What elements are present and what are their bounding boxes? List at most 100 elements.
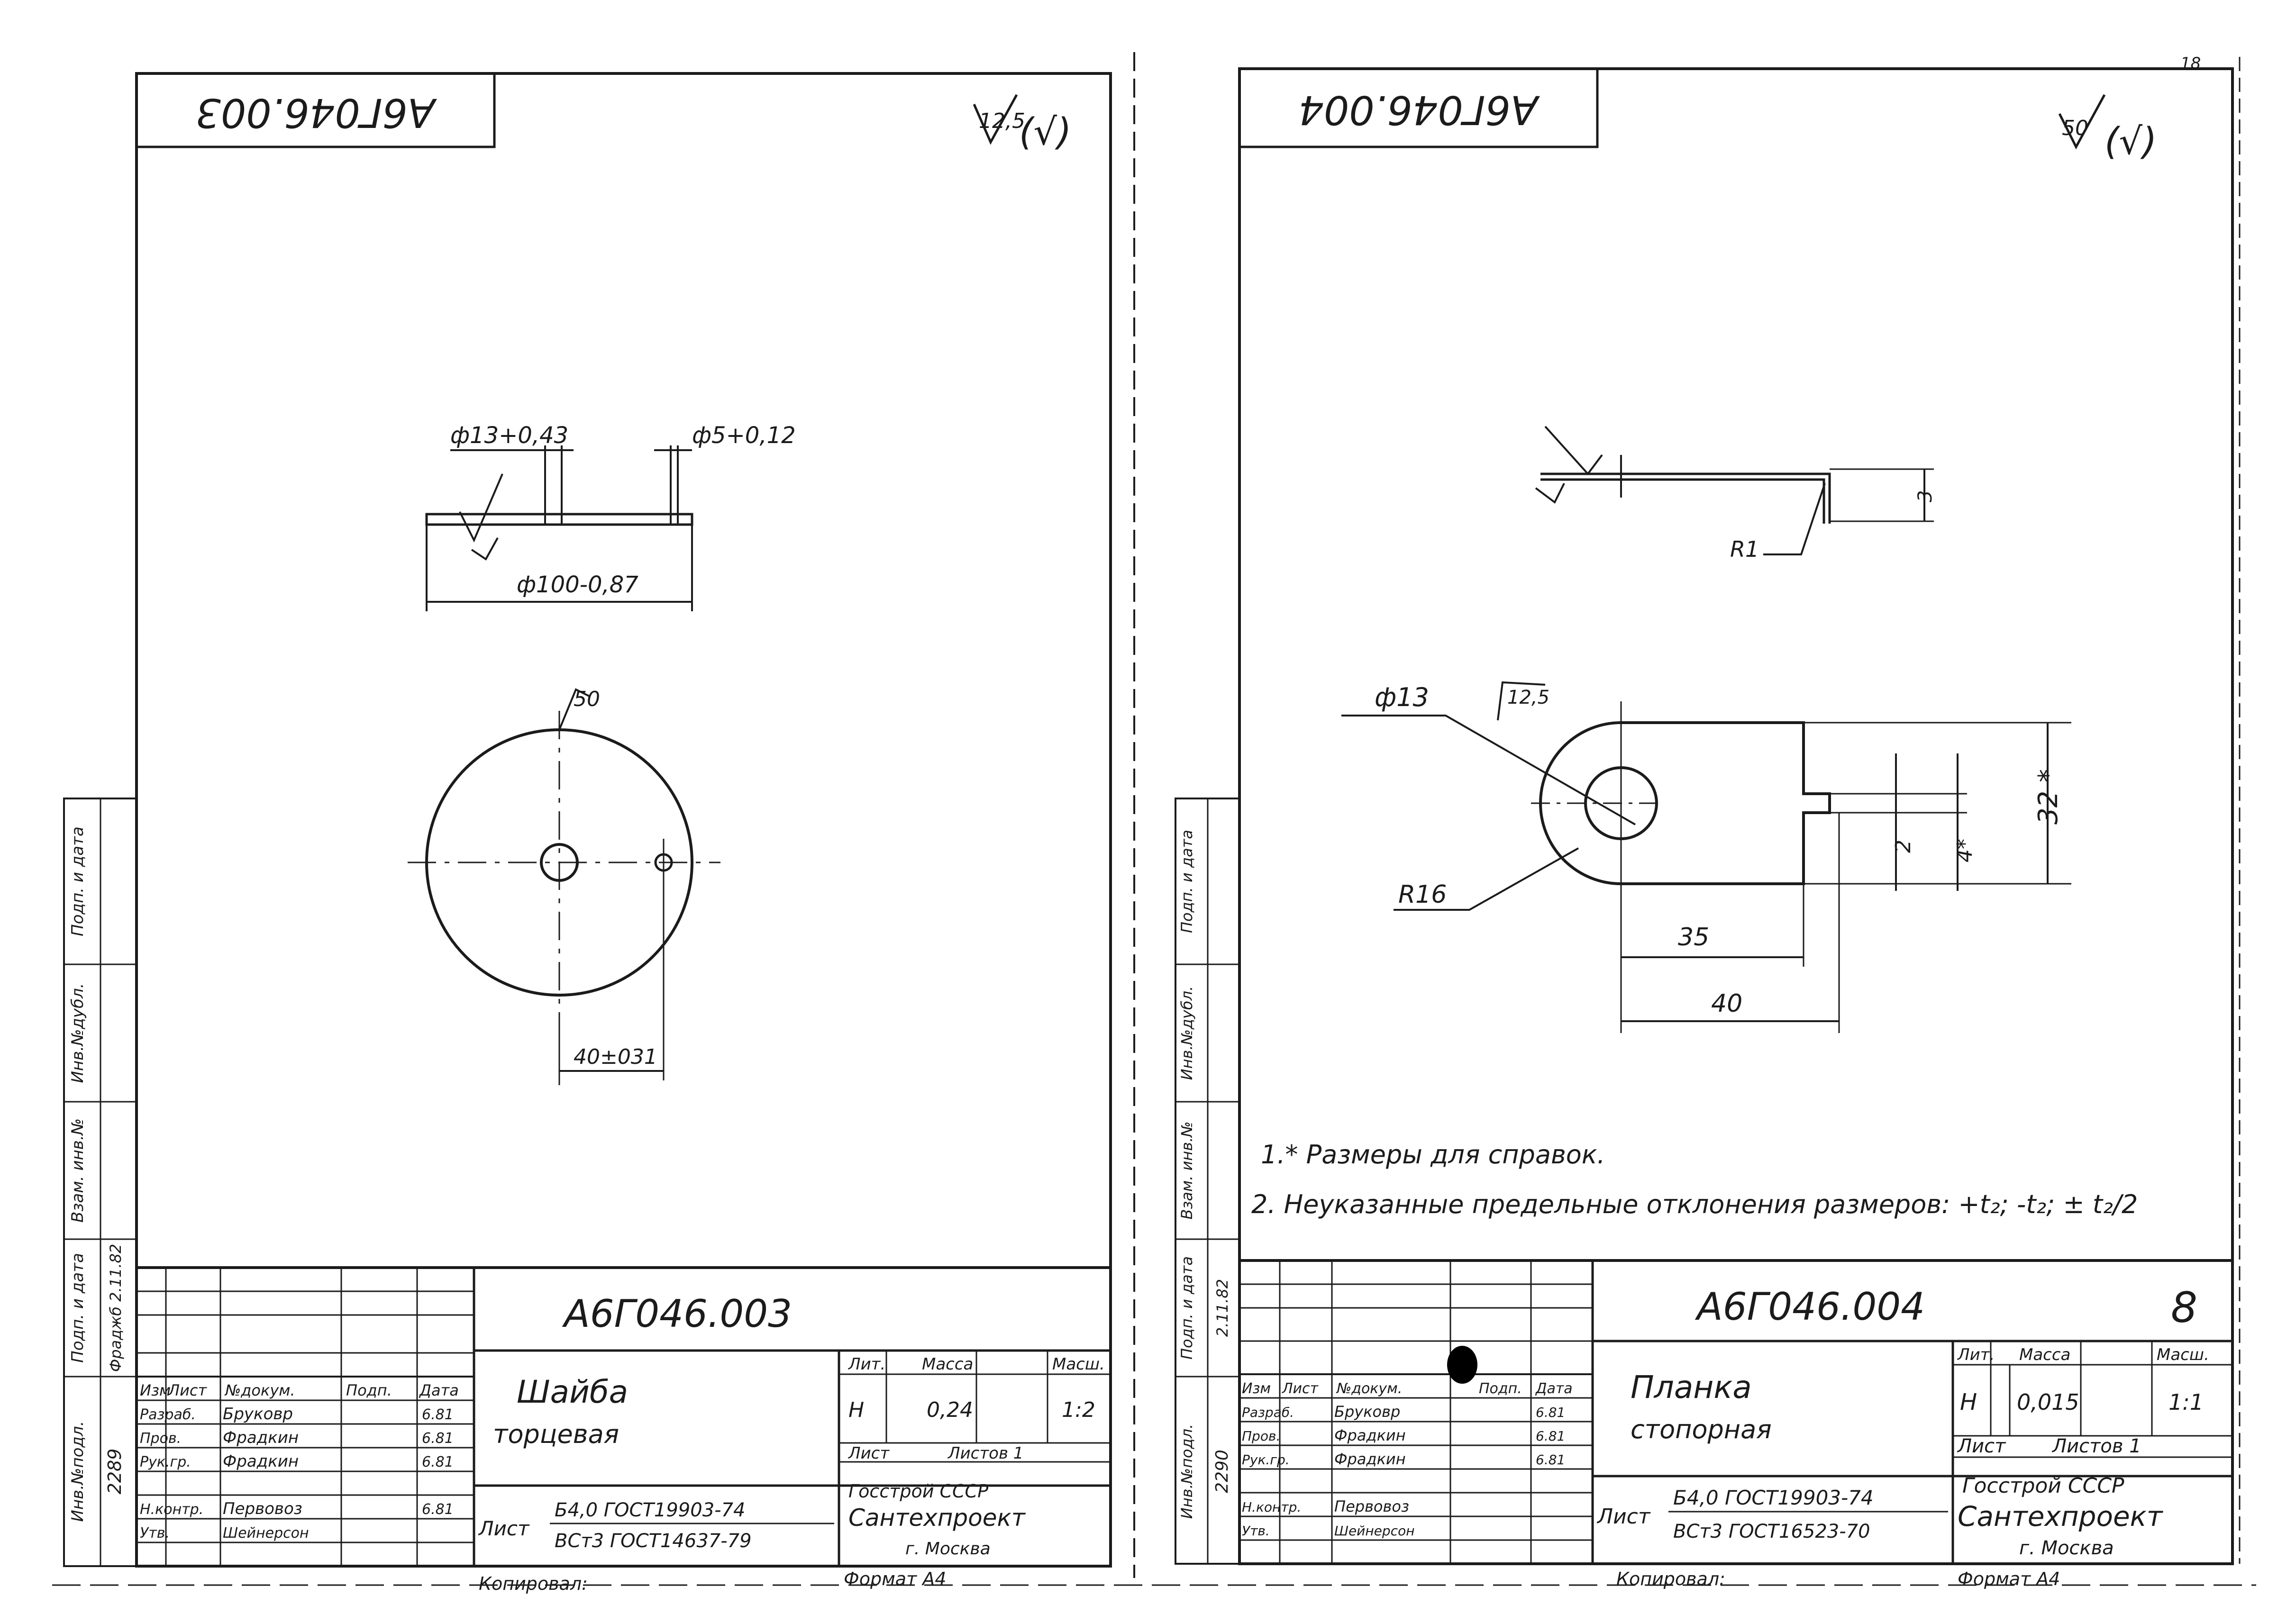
left-roughness-paren: (√) xyxy=(1019,111,1072,154)
title-material: Б4,0 ГОСТ19903-74 xyxy=(1673,1486,1874,1509)
title-header-cell: Подп. xyxy=(1479,1380,1522,1397)
right-roughness-corner: 50 (√) xyxy=(2058,94,2157,163)
side-strip-label: Инв.№подл. xyxy=(68,1421,87,1522)
title-name: Первовоз xyxy=(1334,1497,1409,1515)
title-name: Бруковр xyxy=(223,1405,293,1424)
title-name: Шейнерсон xyxy=(1334,1523,1415,1539)
side-strip-label: Инв.№дубл. xyxy=(1178,986,1196,1080)
title-date: 6.81 xyxy=(1536,1405,1565,1420)
title-mass-header: Масса xyxy=(2019,1345,2070,1364)
dim-r1: R1 xyxy=(1730,536,1759,562)
dim-offset40: 40±031 xyxy=(574,1045,657,1069)
title-header-cell: Изм xyxy=(140,1381,171,1399)
left-footer-format: Формат А4 xyxy=(844,1569,946,1589)
dim-32: 32 * xyxy=(2033,769,2064,825)
right-title-sheet-no: 8 xyxy=(2171,1283,2197,1332)
title-date: 6.81 xyxy=(422,1406,454,1423)
title-mass-header: Масса xyxy=(922,1355,973,1374)
title-sheets-header: Листов 1 xyxy=(947,1444,1023,1463)
side-strip-label: Инв.№подл. xyxy=(1178,1424,1196,1519)
left-side-view: ф13+0,43 ф5+0,12 ф100-0,87 xyxy=(425,422,796,611)
right-side-strip: Инв.№подл. Подп. и дата Взам. инв.№ Инв.… xyxy=(1175,798,1240,1565)
dim-hole5: ф5+0,12 xyxy=(692,422,796,449)
title-lit-header: Лит. xyxy=(1957,1345,1995,1364)
title-header-cell: №докум. xyxy=(224,1381,295,1399)
side-strip-value: 2.11.82 xyxy=(1213,1279,1231,1337)
note-2: 2. Неуказанные предельные отклонения раз… xyxy=(1251,1189,2138,1219)
dim-thickness: 3 xyxy=(1914,490,1936,502)
left-title-name: Шайба xyxy=(517,1374,628,1410)
right-page-number: 18 xyxy=(2180,54,2201,73)
dim-4: 4* xyxy=(1953,839,1977,862)
dim-dia100: ф100-0,87 xyxy=(517,571,638,598)
title-role: Н.контр. xyxy=(1242,1499,1301,1515)
title-role: Утв. xyxy=(140,1525,170,1541)
side-strip-label: Взам. инв.№ xyxy=(68,1118,87,1223)
dim-hole-roughness: 12,5 xyxy=(1507,687,1549,708)
dim-hole13-r: ф13 xyxy=(1375,682,1429,712)
title-role: Рук.гр. xyxy=(140,1454,191,1470)
left-title-name: торцевая xyxy=(493,1419,619,1449)
title-org: г. Москва xyxy=(905,1539,991,1559)
right-title-code: А6Г046.004 xyxy=(1695,1285,1925,1329)
title-scale-value: 1:1 xyxy=(2168,1389,2204,1415)
side-strip-label: Подп. и дата xyxy=(1178,830,1196,933)
title-header-cell: Изм xyxy=(1242,1380,1271,1397)
title-role: Пров. xyxy=(140,1430,181,1447)
title-name: Фрадкин xyxy=(1334,1450,1406,1468)
side-strip-label: Взам. инв.№ xyxy=(1178,1121,1196,1219)
title-sheet-header: Лист xyxy=(1957,1435,2006,1457)
title-material-label: Лист xyxy=(1596,1505,1651,1529)
title-mass-value: 0,24 xyxy=(927,1398,973,1422)
left-roughness-corner: 12,5 (√) xyxy=(973,94,1072,154)
title-name: Фрадкин xyxy=(1334,1426,1406,1444)
title-date: 6.81 xyxy=(422,1454,454,1470)
dim-r16: R16 xyxy=(1398,880,1447,909)
left-footer-copy: Копировал: xyxy=(479,1573,588,1594)
title-org: Сантехпроект xyxy=(848,1504,1026,1532)
ink-blot xyxy=(1447,1346,1477,1384)
title-scale-header: Масш. xyxy=(1052,1355,1105,1374)
title-material-label: Лист xyxy=(478,1517,530,1540)
right-title-name: стопорная xyxy=(1631,1414,1772,1444)
left-stamp-box xyxy=(135,72,496,148)
left-title-block: Изм Лист №докум. Подп. Дата Разраб. Пров… xyxy=(135,1266,1112,1568)
title-name: Фрадкин xyxy=(223,1452,299,1471)
right-stamp-code: А6Г046.004 xyxy=(1298,87,1540,133)
side-strip-label: Подп. и дата xyxy=(68,826,87,936)
title-header-cell: Лист xyxy=(1282,1380,1319,1397)
dim-40: 40 xyxy=(1711,989,1742,1018)
title-role: Пров. xyxy=(1242,1428,1280,1444)
right-sheet: 18 А6Г046.004 50 (√) 3 R1 xyxy=(1175,54,2241,1589)
side-strip-label: Подп. и дата xyxy=(1178,1256,1196,1360)
title-org: Госстрой СССР xyxy=(848,1481,988,1502)
side-strip-value: Фраджб 2.11.82 xyxy=(107,1244,125,1372)
title-name: Фрадкин xyxy=(223,1428,299,1447)
side-strip-label: Подп. и дата xyxy=(68,1253,87,1363)
title-role: Разраб. xyxy=(140,1406,196,1423)
title-scale-header: Масш. xyxy=(2157,1345,2209,1364)
title-header-cell: Дата xyxy=(1535,1380,1573,1397)
title-lit-header: Лит. xyxy=(847,1355,885,1374)
left-stamp-code: А6Г046.003 xyxy=(195,90,437,136)
title-header-cell: Подп. xyxy=(346,1381,392,1399)
side-strip-label: Инв.№дубл. xyxy=(68,983,87,1083)
title-material: ВСт3 ГОСТ14637-79 xyxy=(555,1530,752,1552)
title-sheets-header: Листов 1 xyxy=(2051,1435,2141,1457)
right-roughness-paren: (√) xyxy=(2105,120,2157,163)
right-roughness-value: 50 xyxy=(2062,116,2088,140)
title-header-cell: №докум. xyxy=(1336,1380,1402,1397)
left-front-view: 50 40±031 xyxy=(408,687,720,1085)
side-strip-value: 2289 xyxy=(104,1449,125,1495)
title-date: 6.81 xyxy=(1536,1428,1565,1444)
title-role: Утв. xyxy=(1242,1523,1270,1539)
left-roughness-value: 12,5 xyxy=(979,109,1025,133)
right-footer-copy: Копировал: xyxy=(1616,1569,1725,1589)
title-name: Бруковр xyxy=(1334,1403,1400,1421)
right-title-block: Изм Лист №докум. Подп. Дата Разраб. Пров… xyxy=(1238,1259,2234,1565)
left-side-strip: Инв.№подл. Подп. и дата Взам. инв.№ Инв.… xyxy=(63,798,137,1567)
title-scale-value: 1:2 xyxy=(1062,1398,1095,1422)
plate-outline xyxy=(1539,721,1831,885)
